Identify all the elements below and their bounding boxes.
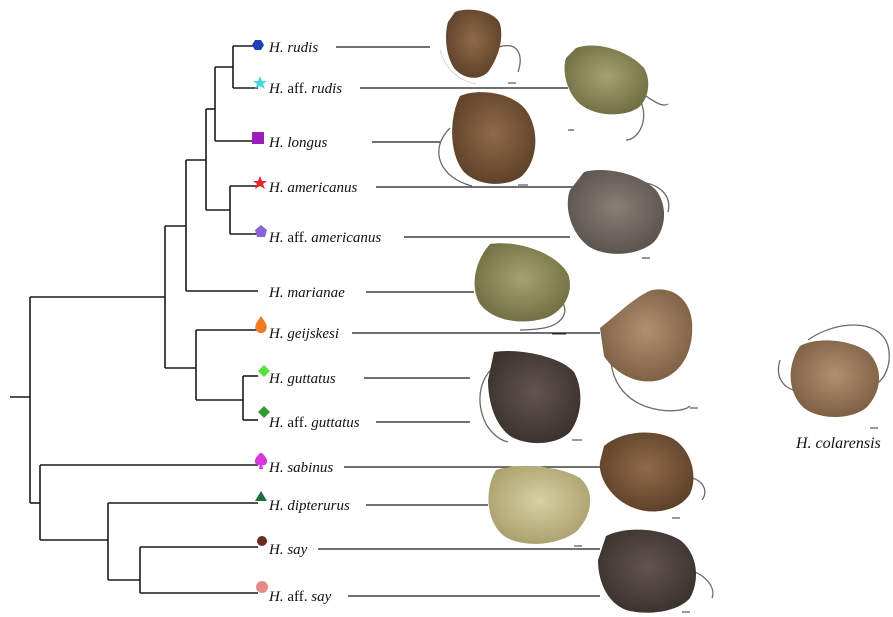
taxon-label-longus: H. longus bbox=[268, 135, 328, 151]
taxon-label-guttatus: H. guttatus bbox=[268, 371, 336, 387]
specimen-image-guttatus bbox=[480, 351, 582, 443]
tree-branches bbox=[10, 46, 258, 593]
taxon-label-aff-rudis: H. aff. rudis bbox=[268, 81, 342, 97]
outgroup-label: H. colarensis bbox=[795, 435, 881, 452]
taxon-label-aff-say: H. aff. say bbox=[268, 589, 332, 605]
taxon-label-geijskesi: H. geijskesi bbox=[268, 326, 339, 342]
specimen-image-aff-rudis bbox=[565, 45, 668, 140]
specimen-image-marianae bbox=[475, 243, 570, 334]
taxon-label-say: H. say bbox=[268, 542, 308, 558]
marker-drop-icon bbox=[255, 316, 267, 333]
taxon-label-rudis: H. rudis bbox=[268, 40, 318, 56]
taxon-label-aff-americanus: H. aff. americanus bbox=[268, 230, 381, 246]
specimen-image-sabinus bbox=[600, 432, 705, 518]
marker-square-icon bbox=[252, 132, 264, 144]
taxon-markers bbox=[252, 40, 270, 593]
taxon-label-aff-guttatus: H. aff. guttatus bbox=[268, 415, 360, 431]
specimen-image-longus bbox=[439, 92, 536, 186]
taxon-label-dipterurus: H. dipterurus bbox=[268, 498, 350, 514]
specimen-image-dipterurus bbox=[488, 466, 590, 546]
specimen-image-americanus bbox=[568, 170, 669, 258]
marker-circle-icon bbox=[256, 581, 268, 593]
taxon-labels: H. rudis H. aff. rudis H. longus H. amer… bbox=[268, 40, 381, 605]
taxon-label-americanus: H. americanus bbox=[268, 180, 357, 196]
marker-star-icon bbox=[253, 76, 267, 89]
specimen-image-geijskesi bbox=[600, 289, 698, 410]
specimen-images bbox=[439, 10, 889, 613]
specimen-image-colarensis bbox=[778, 325, 889, 428]
taxon-label-marianae: H. marianae bbox=[268, 285, 345, 301]
marker-spade-icon bbox=[255, 453, 267, 469]
marker-star-icon bbox=[253, 176, 267, 189]
taxon-label-sabinus: H. sabinus bbox=[268, 460, 333, 476]
specimen-image-say bbox=[598, 530, 713, 613]
marker-pentagon-icon bbox=[255, 225, 267, 237]
marker-crescent-icon bbox=[258, 280, 266, 296]
marker-hexagon-icon bbox=[252, 40, 264, 50]
marker-triangle-icon bbox=[255, 491, 267, 501]
specimen-image-rudis bbox=[440, 10, 520, 84]
marker-circle-icon bbox=[257, 536, 267, 546]
